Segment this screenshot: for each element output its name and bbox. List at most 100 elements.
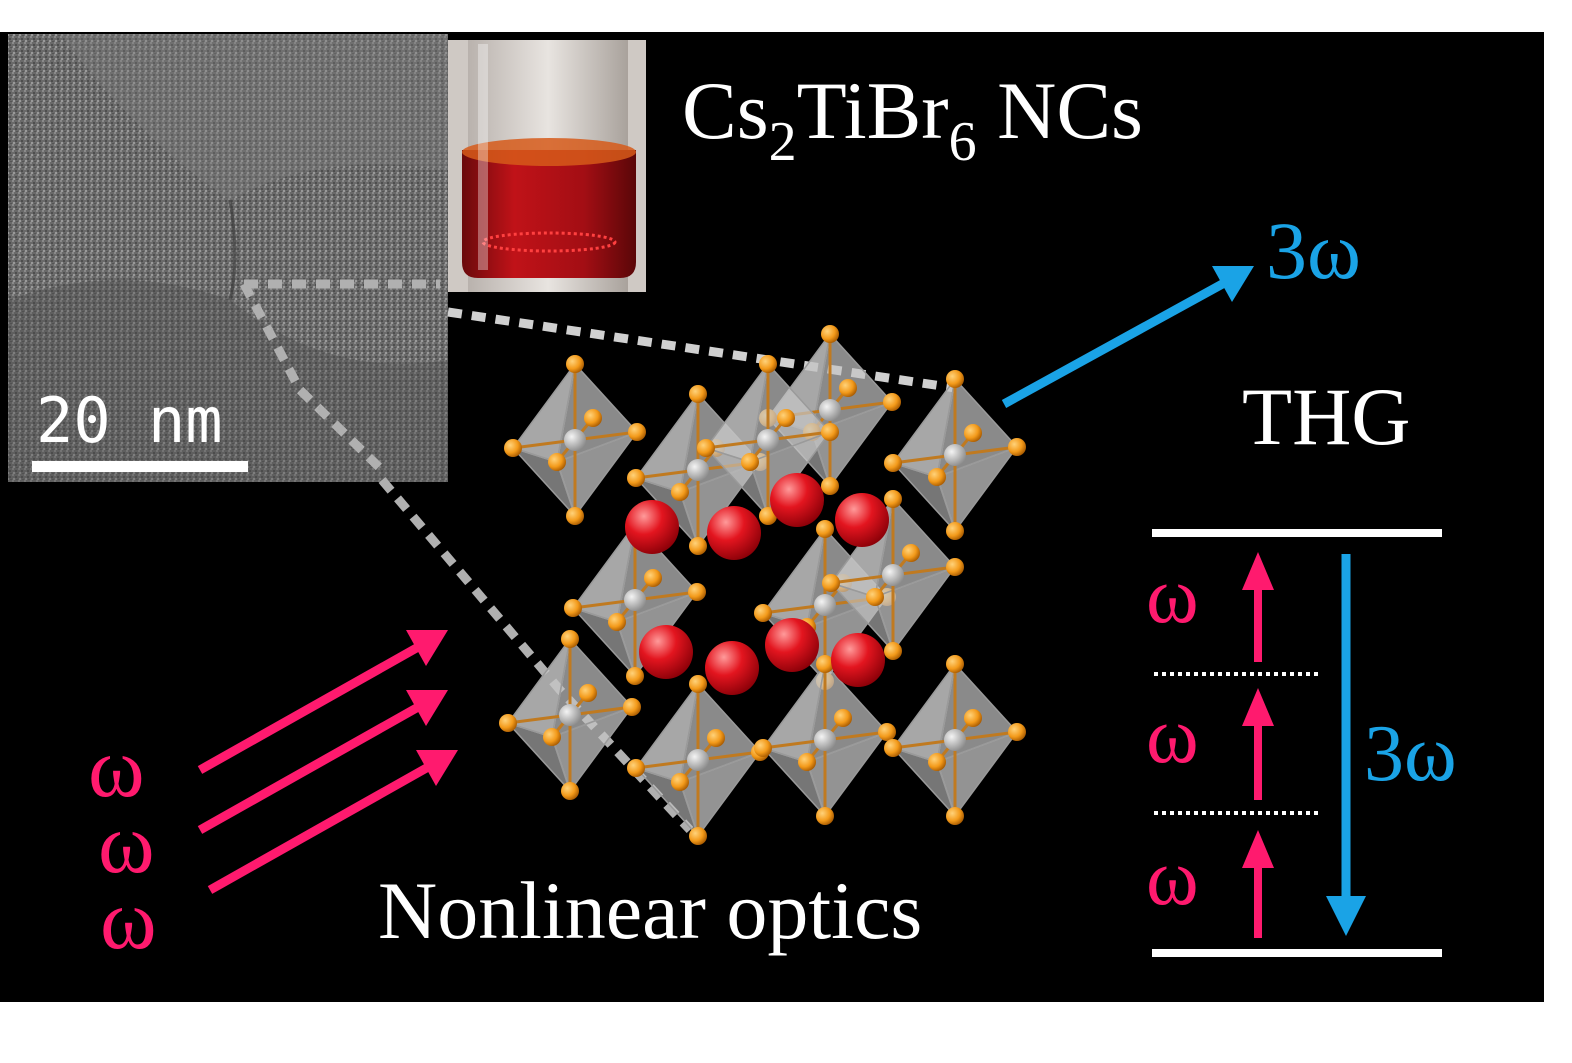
br-atom: [623, 698, 641, 716]
br-atom: [816, 807, 834, 825]
photon-label: ω: [1146, 692, 1199, 780]
br-atom: [627, 469, 645, 487]
br-atom: [627, 759, 645, 777]
cs-atom: [639, 625, 693, 679]
ti-atom: [564, 429, 586, 451]
br-atom: [946, 522, 964, 540]
br-atom: [504, 439, 522, 457]
crystal-structure: [499, 325, 1026, 845]
br-atom: [688, 583, 706, 601]
scale-bar-line: [32, 461, 248, 472]
cs-atom: [625, 500, 679, 554]
octahedron-face: [679, 750, 763, 838]
octahedron: [884, 655, 1026, 825]
br-atom: [834, 709, 852, 727]
material-title: Cs2TiBr6 NCs: [682, 65, 1143, 173]
caption: Nonlinear optics: [378, 865, 922, 956]
octahedron: [697, 355, 839, 525]
br-atom: [741, 453, 759, 471]
br-atom: [707, 729, 725, 747]
input-arrow: [207, 750, 458, 894]
emission-arrow: [1326, 554, 1366, 936]
br-atom: [759, 507, 777, 525]
br-atom: [754, 739, 772, 757]
br-atom: [561, 782, 579, 800]
octahedron-face: [551, 705, 635, 793]
br-atom: [821, 325, 839, 343]
br-atom: [628, 423, 646, 441]
octahedron-face: [936, 445, 1020, 533]
br-atom: [608, 613, 626, 631]
scale-bar: 20 nm: [32, 384, 248, 472]
br-atom: [928, 468, 946, 486]
emission-label: 3ω: [1364, 710, 1457, 798]
br-atom: [1008, 438, 1026, 456]
octahedron: [627, 675, 769, 845]
br-atom: [499, 714, 517, 732]
cs-atom: [707, 506, 761, 560]
photon-arrow: [1242, 830, 1274, 938]
br-atom: [946, 558, 964, 576]
input-arrow: [197, 630, 448, 774]
input-label: ω: [100, 871, 157, 967]
input-arrows: [197, 630, 458, 894]
ti-atom: [624, 589, 646, 611]
br-atom: [902, 544, 920, 562]
ti-atom: [882, 564, 904, 586]
br-atom: [543, 728, 561, 746]
photon-arrow: [1242, 552, 1274, 662]
ti-atom: [757, 429, 779, 451]
br-atom: [822, 574, 840, 592]
br-atom: [964, 709, 982, 727]
energy-diagram: ω ω ω 3ω: [1146, 529, 1457, 957]
br-atom: [878, 723, 896, 741]
br-atom: [579, 684, 597, 702]
br-atom: [816, 655, 834, 673]
octahedron: [884, 370, 1026, 540]
br-atom: [697, 439, 715, 457]
octahedron: [822, 490, 964, 660]
br-atom: [566, 355, 584, 373]
br-atom: [564, 599, 582, 617]
ti-atom: [944, 729, 966, 751]
br-atom: [866, 588, 884, 606]
ti-atom: [687, 749, 709, 771]
br-atom: [689, 385, 707, 403]
br-atom: [946, 807, 964, 825]
br-atom: [816, 520, 834, 538]
br-atom: [759, 355, 777, 373]
br-atom: [754, 604, 772, 622]
cs-atom: [765, 618, 819, 672]
br-atom: [946, 655, 964, 673]
photon-label: ω: [1146, 834, 1199, 922]
br-atom: [671, 483, 689, 501]
br-atom: [884, 490, 902, 508]
thg-label: THG: [1242, 371, 1411, 462]
br-atom: [561, 630, 579, 648]
octahedron: [504, 355, 646, 525]
output-arrow: [1001, 266, 1254, 408]
cs-atom: [831, 633, 885, 687]
octahedron-face: [811, 400, 895, 488]
ground-level: [1152, 949, 1442, 957]
br-atom: [928, 753, 946, 771]
scale-bar-label: 20 nm: [36, 384, 223, 457]
br-atom: [821, 477, 839, 495]
input-arrow: [197, 690, 448, 834]
br-atom: [689, 537, 707, 555]
br-atom: [839, 379, 857, 397]
octahedron: [754, 655, 896, 825]
br-atom: [584, 409, 602, 427]
upper-level: [1152, 529, 1442, 537]
br-atom: [671, 773, 689, 791]
output-label: 3ω: [1266, 205, 1361, 296]
br-atom: [644, 569, 662, 587]
br-atom: [884, 739, 902, 757]
br-atom: [777, 409, 795, 427]
octahedron-face: [874, 565, 958, 653]
br-atom: [821, 423, 839, 441]
br-atom: [964, 424, 982, 442]
octahedron-face: [806, 730, 890, 818]
br-atom: [689, 827, 707, 845]
